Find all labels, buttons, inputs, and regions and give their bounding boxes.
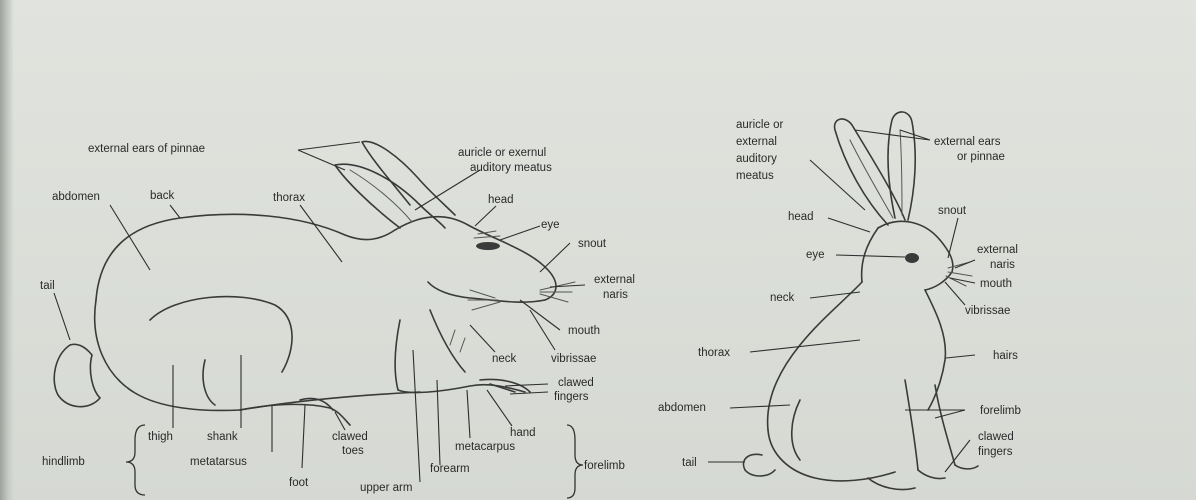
hindlimb-brace xyxy=(126,425,145,495)
leader-metacarpus xyxy=(467,390,470,438)
leader-front-head xyxy=(828,218,870,232)
leader-tail xyxy=(54,293,70,340)
label-front-abdomen: abdomen xyxy=(658,402,706,414)
leader-front-vibrissae xyxy=(945,282,965,305)
label-foot: foot xyxy=(289,477,309,489)
label-clawed-toes-line1: clawed xyxy=(332,431,368,443)
label-front-auricle-line4: meatus xyxy=(736,170,774,182)
leader-foot xyxy=(302,405,305,468)
label-nares-line2: naris xyxy=(603,289,628,301)
forelimb-brace xyxy=(567,425,583,498)
label-front-naris-line1: external xyxy=(977,244,1018,256)
label-neck: neck xyxy=(492,353,517,365)
label-front-thorax: thorax xyxy=(698,347,730,359)
label-clawed-fingers-line2: fingers xyxy=(554,391,589,403)
leader-front-eye xyxy=(836,255,905,257)
label-front-neck: neck xyxy=(770,292,795,304)
label-hindlimb: hindlimb xyxy=(42,456,85,468)
leader-head xyxy=(475,206,496,226)
leader-front-forelimb xyxy=(905,410,965,418)
leader-front-thorax xyxy=(750,340,860,352)
label-external-ears: external ears of pinnae xyxy=(88,143,205,155)
label-front-auricle-line3: auditory xyxy=(736,153,777,165)
label-thigh: thigh xyxy=(148,431,173,443)
label-clawed-toes-line2: toes xyxy=(342,445,364,457)
side-rabbit-drawing xyxy=(54,141,575,425)
label-thorax: thorax xyxy=(273,192,305,204)
leader-snout xyxy=(540,243,570,272)
label-metacarpus: metacarpus xyxy=(455,441,515,453)
leader-front-hairs xyxy=(946,355,975,358)
label-mouth: mouth xyxy=(568,325,600,337)
label-front-tail: tail xyxy=(682,457,697,469)
leader-front-ears xyxy=(855,130,930,140)
leader-forearm xyxy=(437,380,440,465)
leader-vibrissae xyxy=(530,310,555,350)
label-front-vibrissae: vibrissae xyxy=(965,305,1010,317)
label-auricle-line2: auditory meatus xyxy=(470,162,552,174)
leader-upper-arm xyxy=(413,350,420,482)
label-front-head: head xyxy=(788,211,814,223)
label-front-forelimb: forelimb xyxy=(980,405,1021,417)
leader-auricle xyxy=(415,170,480,210)
label-tail: tail xyxy=(40,280,55,292)
leader-front-auricle xyxy=(810,160,865,210)
label-front-auricle-line1: auricle or xyxy=(736,119,783,131)
label-eye: eye xyxy=(541,219,560,231)
label-hand: hand xyxy=(510,427,536,439)
label-front-hairs: hairs xyxy=(993,350,1018,362)
label-front-snout: snout xyxy=(938,205,967,217)
leader-front-snout xyxy=(948,218,958,258)
label-front-naris-line2: naris xyxy=(990,259,1015,271)
label-clawed-fingers-line1: clawed xyxy=(558,377,594,389)
label-front-ears-line1: external ears xyxy=(934,136,1001,148)
leader-thorax xyxy=(300,205,342,262)
leader-front-naris xyxy=(955,260,975,268)
leader-ears xyxy=(298,142,360,170)
leader-front-mouth xyxy=(950,278,975,283)
label-vibrissae: vibrissae xyxy=(551,353,596,365)
leader-neck xyxy=(470,325,495,352)
leader-back xyxy=(170,205,180,218)
label-front-ears-line2: or pinnae xyxy=(957,151,1005,163)
label-front-eye: eye xyxy=(806,249,825,261)
label-front-mouth: mouth xyxy=(980,278,1012,290)
label-nares-line1: external xyxy=(594,274,635,286)
label-back: back xyxy=(150,190,175,202)
leader-hand xyxy=(487,390,512,426)
leader-eye xyxy=(500,226,540,240)
label-front-clawed-fingers-line2: fingers xyxy=(978,446,1013,458)
side-view-labels: external ears of pinnae auricle or exern… xyxy=(40,143,635,494)
label-head: head xyxy=(488,194,514,206)
label-front-auricle-line2: external xyxy=(736,136,777,148)
side-leader-lines xyxy=(54,142,585,482)
leader-abdomen xyxy=(110,205,150,270)
label-metatarsus: metatarsus xyxy=(190,456,247,468)
label-snout: snout xyxy=(578,238,607,250)
label-front-clawed-fingers-line1: clawed xyxy=(978,431,1014,443)
label-shank: shank xyxy=(207,431,238,443)
label-abdomen: abdomen xyxy=(52,191,100,203)
label-forelimb: forelimb xyxy=(584,460,625,472)
label-upper-arm: upper arm xyxy=(360,482,412,494)
label-auricle-line1: auricle or exernul xyxy=(458,147,546,159)
leader-front-abdomen xyxy=(730,405,790,408)
label-forearm: forearm xyxy=(430,463,470,475)
leader-front-neck xyxy=(810,292,860,298)
